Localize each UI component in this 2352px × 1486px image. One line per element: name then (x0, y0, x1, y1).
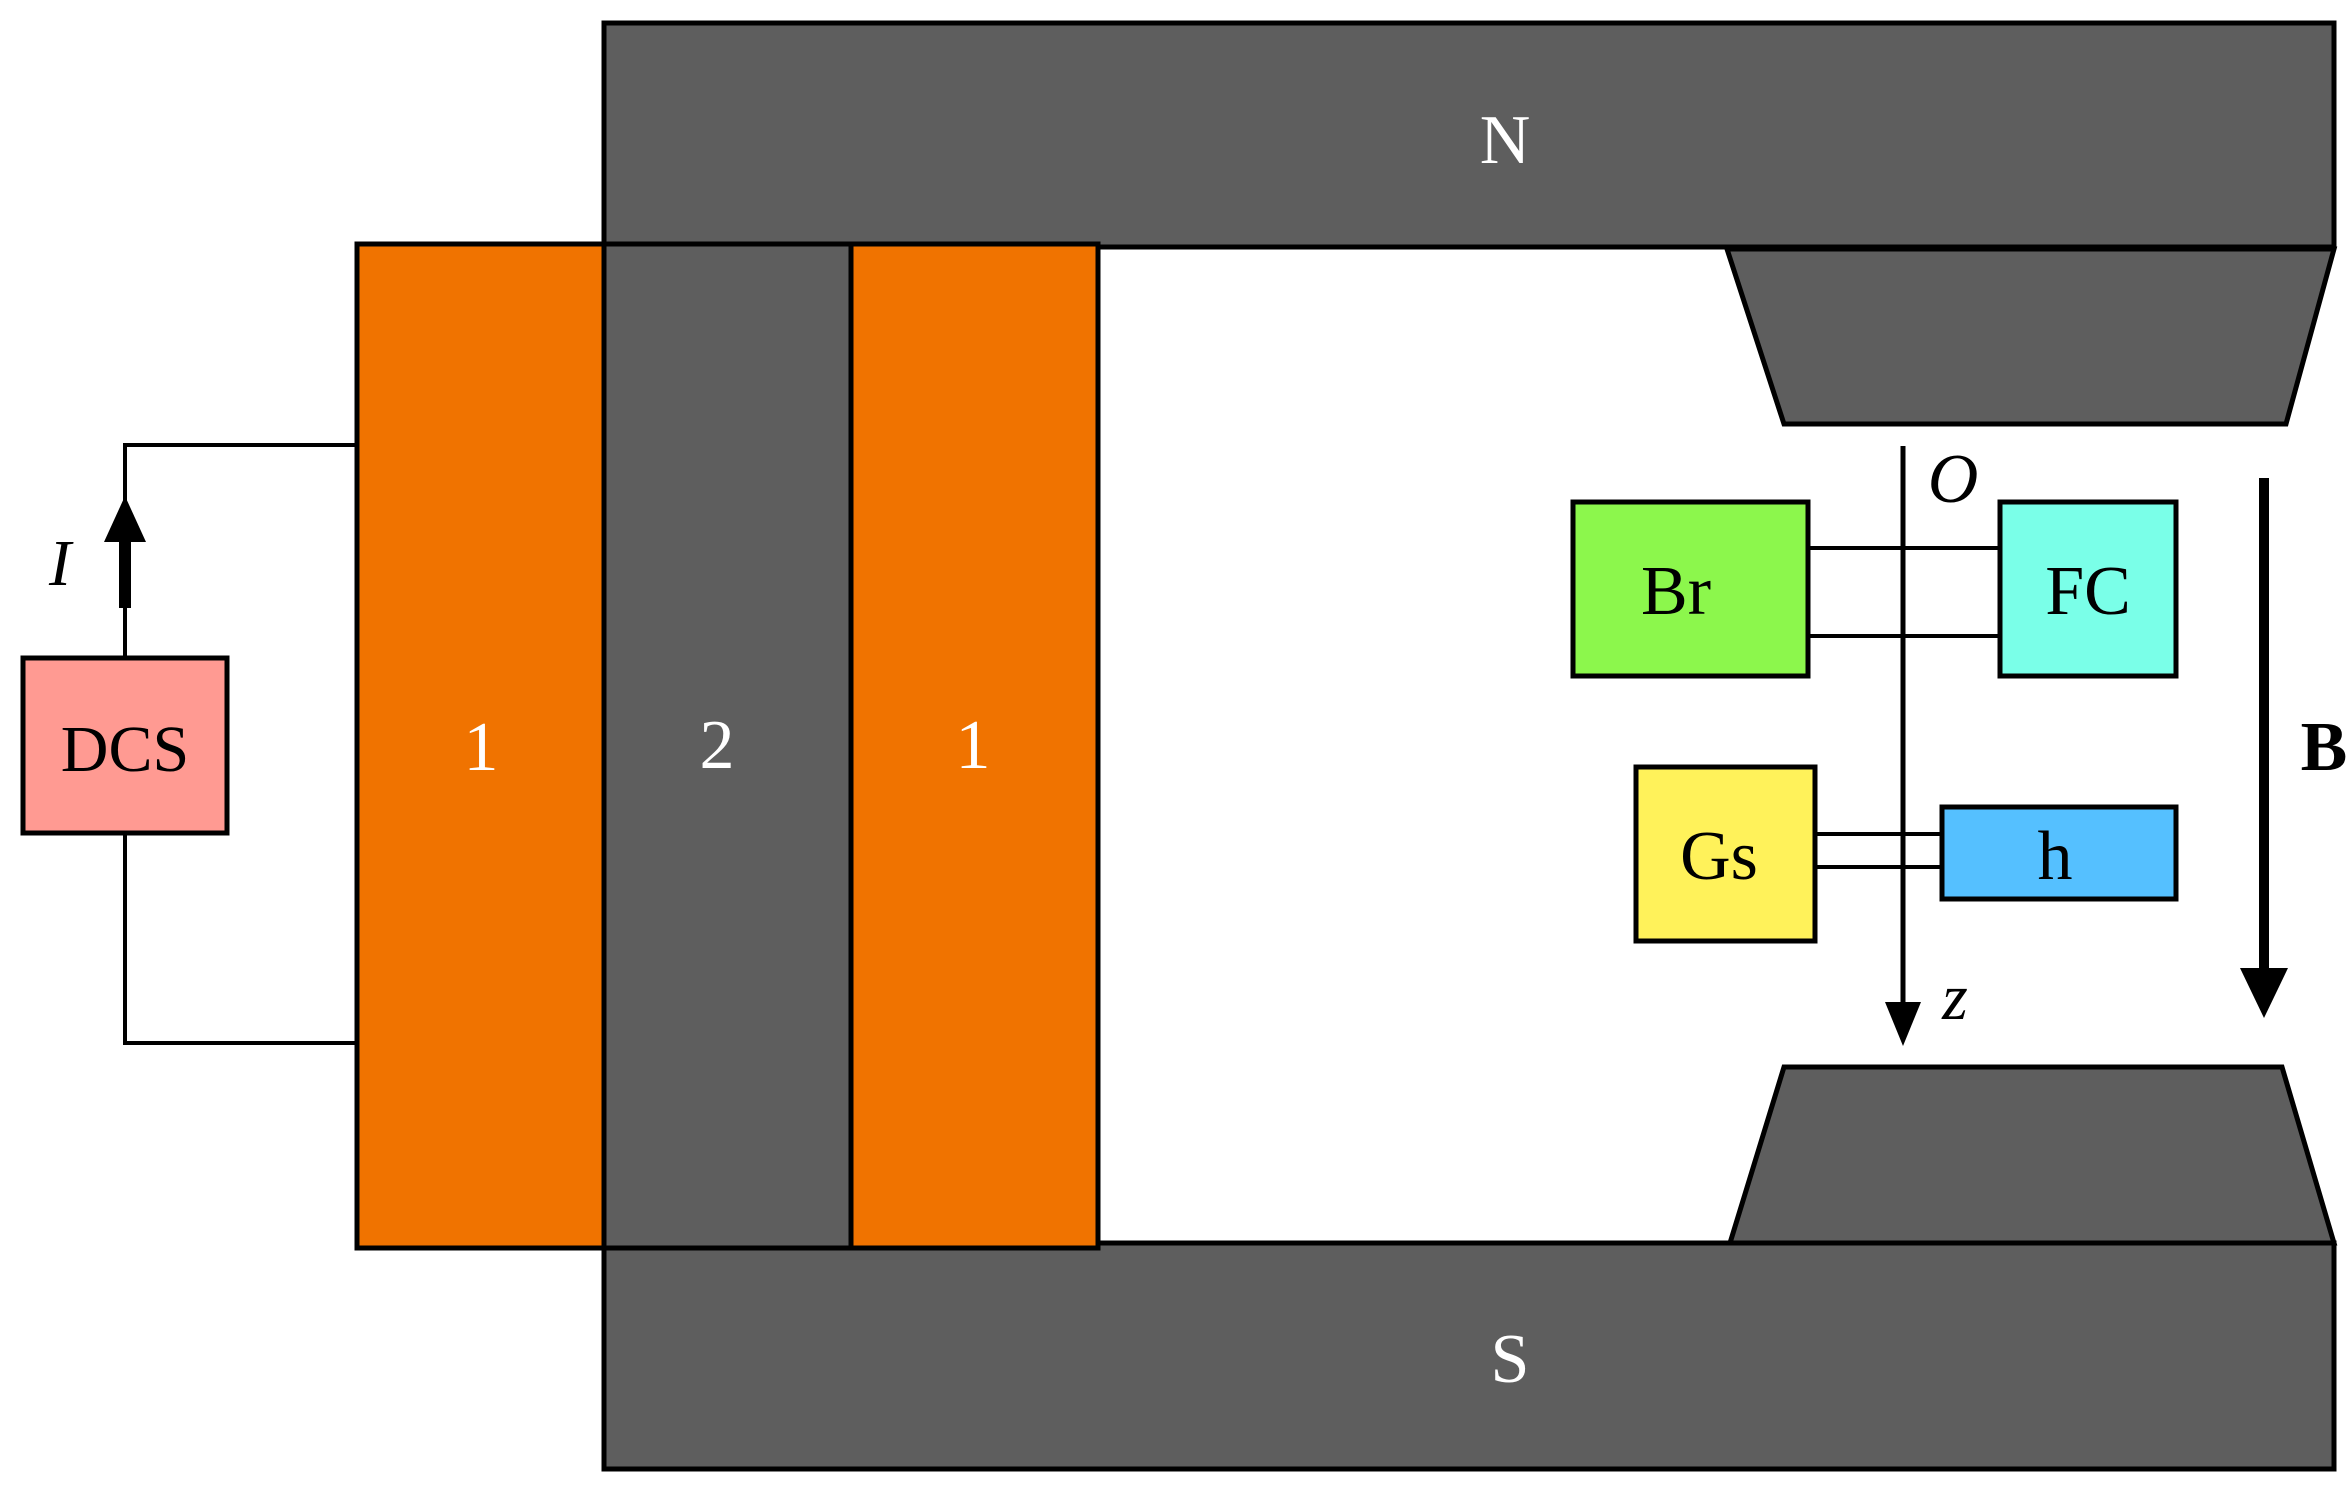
current-arrow-head (104, 496, 146, 542)
gs-label: Gs (1680, 818, 1758, 895)
fc-label: FC (2045, 553, 2131, 630)
field-label: B (2301, 709, 2348, 786)
br-label: Br (1641, 553, 1711, 630)
origin-label: O (1928, 441, 1979, 518)
fc-box (1997, 499, 2179, 679)
br-box (1570, 499, 1811, 679)
upper-pole-piece (1723, 246, 2338, 427)
h-label: h (2038, 818, 2073, 895)
dcs-label: DCS (61, 713, 189, 786)
coil-right (848, 241, 1101, 1251)
dcs-box (20, 655, 230, 836)
z-axis-arrow-head (1885, 1002, 1921, 1046)
current-symbol: I (48, 527, 74, 600)
z-axis-label: z (1941, 961, 1968, 1034)
south-pole-yoke (601, 1240, 2337, 1472)
north-pole-label: N (1480, 102, 1531, 179)
gs-box (1633, 764, 1818, 944)
coil-left-label: 1 (464, 709, 499, 786)
h-box (1939, 804, 2179, 902)
wire-bottom (123, 833, 357, 1045)
north-pole-yoke (601, 20, 2337, 250)
coil-right-label: 1 (956, 707, 991, 784)
south-pole-label: S (1491, 1321, 1530, 1398)
lower-pole-piece (1726, 1064, 2338, 1246)
coil-left (354, 241, 607, 1251)
core-label: 2 (700, 707, 735, 784)
wire-top (123, 443, 357, 658)
iron-core (601, 241, 854, 1251)
field-arrow-head (2240, 968, 2288, 1018)
